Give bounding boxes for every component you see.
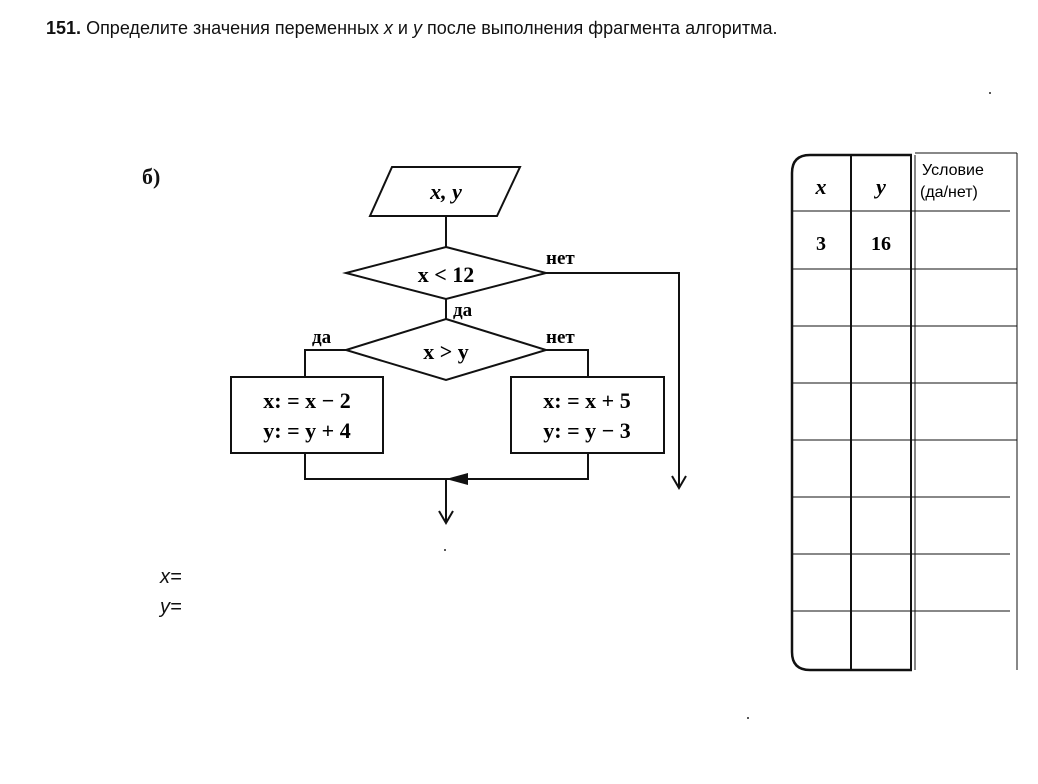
table-header-x: x (815, 174, 827, 199)
task-var-x: x (383, 18, 393, 38)
table-header-y: y (873, 174, 886, 199)
task-var-y: y (412, 18, 422, 38)
connector-cond1-no (546, 272, 680, 487)
speck (747, 717, 749, 719)
input-block-shape (368, 166, 522, 217)
connector-cond2-no (546, 349, 589, 377)
arrow-exit (438, 510, 454, 525)
task-text-part2: после выполнения фрагмента алгоритма. (421, 18, 778, 38)
table-cell-y-row1: 16 (871, 233, 891, 255)
table-header-condition-sub: (да/нет) (920, 184, 978, 201)
answer-y-label: y= (160, 596, 182, 618)
no-branch-line2: y: = y − 3 (543, 418, 630, 443)
arrow-cond1-no (671, 475, 687, 490)
no-branch-line1: x: = x + 5 (543, 388, 630, 413)
condition2-shape (342, 317, 550, 382)
condition2-label: x > y (423, 339, 469, 364)
connector-merge (304, 453, 589, 480)
connector-cond2-yes (304, 349, 346, 377)
condition2-yes-label: да (312, 327, 332, 348)
row-lines (792, 210, 1017, 612)
flowchart: x, y x < 12 нет да x > y да нет x: = x −… (230, 166, 687, 525)
table-frame (790, 153, 912, 672)
condition1-no-label: нет (546, 248, 575, 269)
task-text-and: и (392, 18, 413, 38)
speck (989, 92, 991, 94)
condition1-yes-label: да (453, 300, 473, 321)
yes-branch-line2: y: = y + 4 (263, 418, 350, 443)
task-title: 151. Определите значения переменных x и … (46, 18, 777, 39)
task-number: 151. (46, 18, 82, 38)
trace-table: x y Условие (да/нет) 3 16 (790, 152, 1018, 672)
yes-branch-box (230, 376, 384, 454)
yes-branch-line1: x: = x − 2 (263, 388, 350, 413)
arrow-merge (446, 473, 468, 485)
task-text-part1: Определите значения переменных (86, 18, 384, 38)
input-block-label: x, y (429, 179, 462, 204)
part-label: б) (142, 164, 161, 189)
condition2-no-label: нет (546, 327, 575, 348)
table-header-condition: Условие (922, 162, 984, 179)
table-cell-x-row1: 3 (816, 233, 826, 255)
speck (444, 549, 446, 551)
condition1-label: x < 12 (418, 262, 475, 287)
answer-x-label: x= (160, 566, 182, 588)
